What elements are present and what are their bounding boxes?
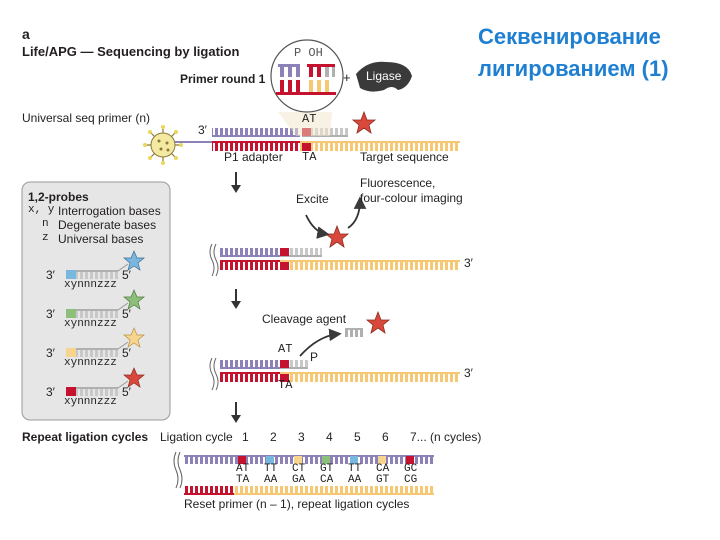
cleavage-label: Cleavage agent xyxy=(262,312,347,326)
cycle-num-7: 7... (n cycles) xyxy=(410,430,482,444)
bottom-pair-1: TA xyxy=(236,474,250,486)
probe3-5prime: 5′ xyxy=(122,346,131,360)
cleave-p: P xyxy=(310,350,319,364)
duplex-repeat xyxy=(173,451,434,495)
panel-title: Life/APG — Sequencing by ligation xyxy=(22,44,240,59)
cycle-num-6: 6 xyxy=(382,430,389,444)
bottom-pair-7: CG xyxy=(404,474,418,486)
top-pair-4: GT xyxy=(320,463,334,475)
probes-box-title: 1,2-probes xyxy=(28,190,89,204)
poh-label: P OH xyxy=(294,46,323,60)
bottom-pair-4: CA xyxy=(320,474,334,486)
cycle-num-3: 3 xyxy=(298,430,305,444)
probe4-label: xynnnzzz xyxy=(64,396,117,408)
target-sequence-label: Target sequence xyxy=(360,150,449,164)
legend-desc-2: Degenerate bases xyxy=(58,218,157,232)
excite-3prime: 3′ xyxy=(464,256,473,270)
down-arrows xyxy=(231,172,241,423)
repeat-cycles-label: Repeat ligation cycles xyxy=(22,430,149,444)
cleave-ta: TA xyxy=(278,378,293,392)
primer-round-label: Primer round 1 xyxy=(180,72,266,86)
bottom-pair-2: AA xyxy=(264,474,278,486)
slide-title-line1: Секвенирование xyxy=(478,24,661,49)
cycle-num-4: 4 xyxy=(326,430,333,444)
probe3-label: xynnnzzz xyxy=(64,357,117,369)
star-red-excite xyxy=(324,224,350,248)
top-at: AT xyxy=(302,112,317,126)
ligation-cycle-label: Ligation cycle xyxy=(160,430,233,444)
bottom-pair-3: GA xyxy=(292,474,306,486)
bottom-pair-5: AA xyxy=(348,474,362,486)
bead-icon xyxy=(143,125,183,165)
legend-code-1: x, y xyxy=(28,204,55,216)
reset-primer-label: Reset primer (n – 1), repeat ligation cy… xyxy=(184,497,410,511)
legend-code-2: n xyxy=(42,218,49,230)
cleaved-fragment xyxy=(345,328,363,337)
ligase-label: Ligase xyxy=(366,69,402,83)
plus-sign: + xyxy=(343,70,351,85)
top-pair-7: GC xyxy=(404,463,418,475)
top-pair-6: CA xyxy=(376,463,390,475)
probe1-5prime: 5′ xyxy=(122,268,131,282)
legend-desc-3: Universal bases xyxy=(58,232,144,246)
cycle-num-2: 2 xyxy=(270,430,277,444)
star-red-top xyxy=(351,110,377,134)
zoom-circle xyxy=(270,39,344,136)
legend-desc-1: Interrogation bases xyxy=(58,204,161,218)
probe2-3prime: 3′ xyxy=(46,307,55,321)
probes-box xyxy=(21,181,171,421)
probe2-label: xynnnzzz xyxy=(64,318,117,330)
probe1-label: xynnnzzz xyxy=(64,279,117,291)
p1-adapter-label: P1 adapter xyxy=(224,150,283,164)
cleave-3prime: 3′ xyxy=(464,366,473,380)
excite-label: Excite xyxy=(296,192,329,206)
probe2-5prime: 5′ xyxy=(122,307,131,321)
top-3prime: 3′ xyxy=(198,123,207,137)
legend-code-3: z xyxy=(42,232,49,244)
top-pair-2: TT xyxy=(264,463,278,475)
duplex-excite xyxy=(209,243,460,277)
probe4-3prime: 3′ xyxy=(46,385,55,399)
cleave-at: AT xyxy=(278,342,293,356)
fluorescence-line2: four-colour imaging xyxy=(360,191,463,205)
fluorescence-line1: Fluorescence, xyxy=(360,176,436,190)
cycle-num-5: 5 xyxy=(354,430,361,444)
cycle-num-1: 1 xyxy=(242,430,249,444)
duplex-cleavage xyxy=(209,357,460,391)
top-pair-1: AT xyxy=(236,463,250,475)
star-red-cleaved xyxy=(365,310,391,334)
probe1-3prime: 3′ xyxy=(46,268,55,282)
universal-primer-label: Universal seq primer (n) xyxy=(22,111,151,125)
top-pair-3: CT xyxy=(292,463,306,475)
top-ta: TA xyxy=(302,150,317,164)
panel-letter: a xyxy=(22,26,30,42)
top-pair-5: TT xyxy=(348,463,362,475)
bottom-pair-6: GT xyxy=(376,474,390,486)
probe4-5prime: 5′ xyxy=(122,385,131,399)
probe3-3prime: 3′ xyxy=(46,346,55,360)
ligase-shape xyxy=(356,61,412,92)
probe-list xyxy=(66,250,145,396)
top-duplex xyxy=(212,128,460,151)
slide-title-line2: лигированием (1) xyxy=(478,56,669,81)
